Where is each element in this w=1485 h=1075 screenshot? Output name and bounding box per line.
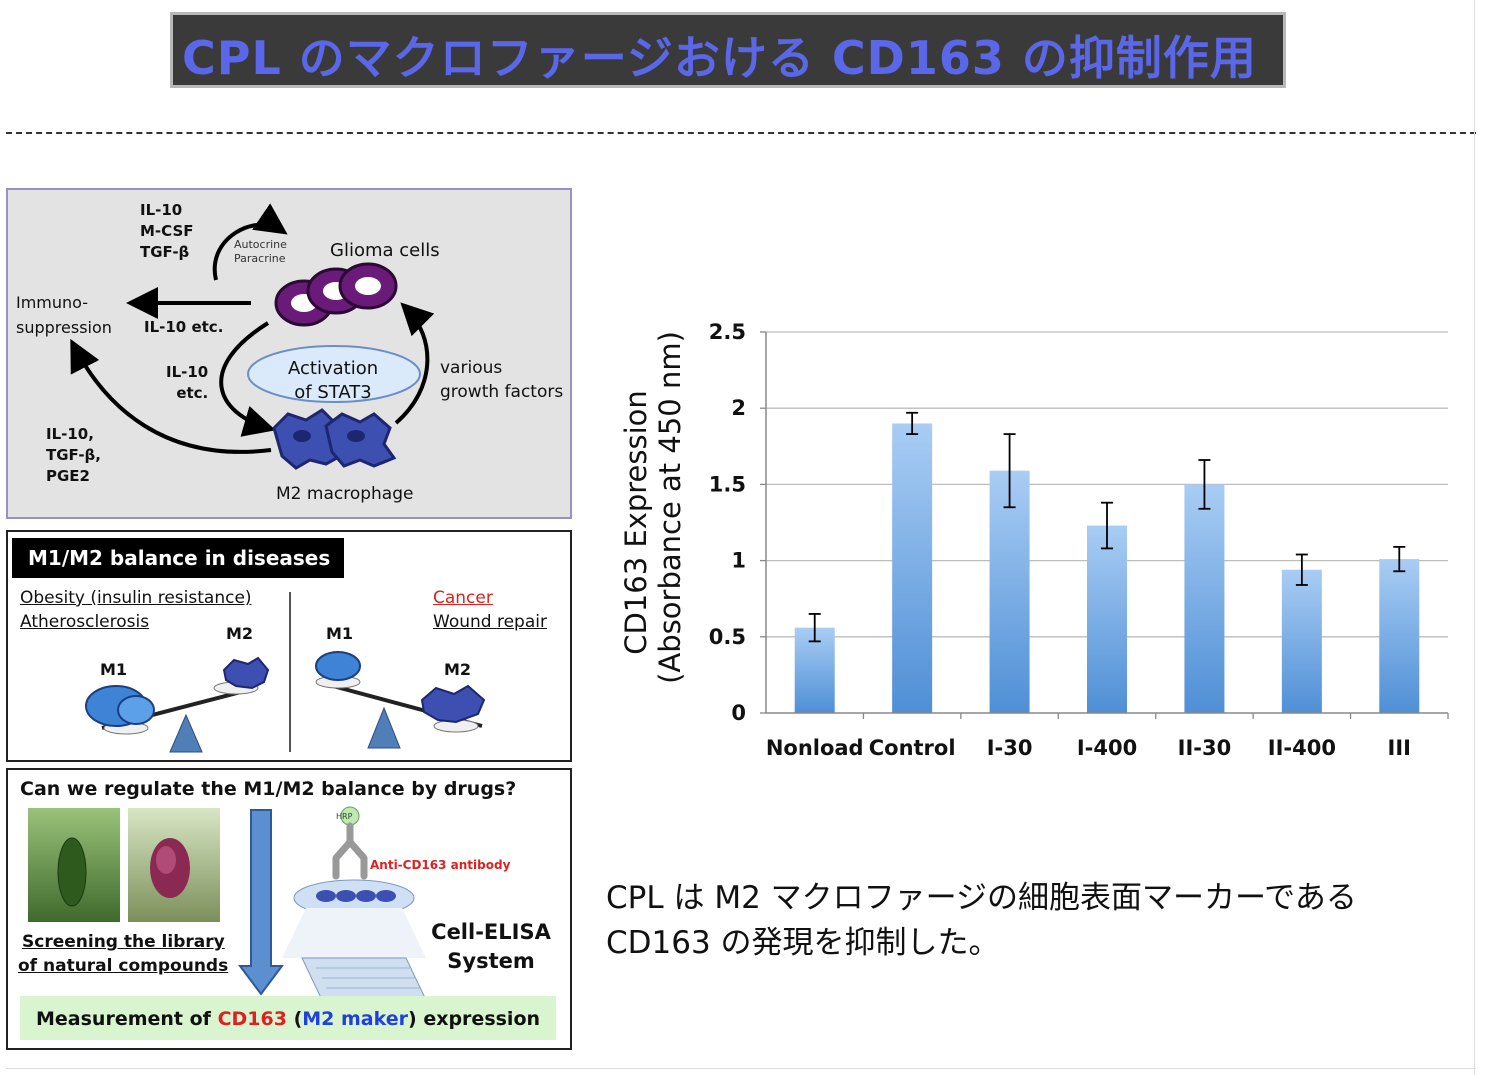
x-tick-label: Nonload [766, 736, 864, 760]
m2-macrophage-icon [272, 408, 397, 470]
bar-I-30 [989, 470, 1030, 713]
dashed-divider [6, 132, 1476, 134]
y-tick-label: 1.5 [709, 472, 746, 496]
caption-line-2: CD163 の発現を抑制した。 [606, 925, 1000, 961]
balance-header-bar [12, 538, 344, 578]
autocrine-paracrine-label: Autocrine Paracrine [234, 238, 287, 265]
glioma-cells-label: Glioma cells [330, 240, 440, 261]
stat3-label: Activation of STAT3 [288, 358, 379, 403]
y-tick-label: 0.5 [709, 625, 746, 649]
down-arrow [238, 809, 284, 996]
beam [282, 908, 426, 958]
x-tick-label: III [1388, 736, 1411, 760]
x-tick-label: II-30 [1178, 736, 1232, 760]
bar-I-400 [1087, 525, 1127, 713]
il10-etc-label: IL-10 etc. [144, 318, 224, 336]
cell-layer-cells [316, 890, 396, 902]
left-seesaw [85, 656, 270, 753]
m2-right-label: M2 [444, 660, 472, 679]
atherosclerosis-label: Atherosclerosis [20, 612, 150, 632]
autocrine-loop-arrow [212, 203, 288, 281]
bar-Control [892, 423, 933, 713]
m2-macrophage-label: M2 macrophage [276, 484, 414, 504]
growth-factors-label: various growth factors [440, 358, 564, 402]
m2-left-label: M2 [226, 624, 254, 643]
balance-graphics [85, 592, 486, 753]
m2-to-immunosuppression-arrow [70, 338, 272, 454]
anti-cd163-label: Anti-CD163 antibody [370, 858, 511, 872]
x-tick-label: Control [869, 736, 956, 760]
hrp-label: HRP [336, 812, 353, 821]
caption-line-1: CPL は M2 マクロファージの細胞表面マーカーである [606, 880, 1357, 916]
m1-right-label: M1 [326, 624, 354, 643]
y-tick-label: 0 [731, 701, 746, 725]
measurement-box [20, 996, 556, 1040]
screening-label-1: Screening the library [22, 932, 225, 952]
y-tick-label: 1 [731, 549, 746, 573]
y-tick-label: 2.5 [709, 320, 746, 344]
cell-elisa-label: Cell-ELISA System [431, 920, 551, 973]
stat3-ellipse [247, 345, 421, 403]
il10-left-label: IL-10 etc. [166, 363, 209, 402]
bar-II-30 [1184, 484, 1225, 713]
m1-left-label: M1 [100, 660, 128, 679]
chart-ylabel-line1: CD163 Expression [619, 390, 653, 655]
left-cytokines: IL-10, TGF-β, PGE2 [46, 425, 101, 485]
immunosuppression-label: Immuno- suppression [16, 293, 112, 337]
y-tick-label: 2 [731, 396, 746, 420]
glioma-to-m2-arrow [219, 321, 276, 437]
x-tick-label: I-30 [987, 736, 1033, 760]
measurement-text: Measurement of CD163 (M2 maker) expressi… [36, 1008, 541, 1030]
obesity-label: Obesity (insulin resistance) [20, 588, 252, 608]
chart-ylabel-line2: (Absorbance at 450 nm) [653, 331, 687, 684]
glioma-diagram-graphics [70, 203, 435, 470]
glioma-cells-icon [274, 262, 398, 327]
chart-bars [794, 411, 1420, 713]
drug-screening-graphics [28, 806, 427, 1001]
top-cytokines: IL-10 M-CSF TGF-β [140, 201, 194, 261]
drug-question: Can we regulate the M1/M2 balance by dru… [20, 778, 517, 800]
page-title: CPL のマクロファージおける CD163 の抑制作用 [182, 31, 1257, 85]
antibody-icon [332, 822, 368, 880]
x-tick-label: II-400 [1268, 736, 1336, 760]
balance-header: M1/M2 balance in diseases [28, 546, 331, 570]
chart-y-ticks: 0 0.5 1 1.5 2 2.5 [709, 320, 766, 725]
slide-frame-right [1474, 0, 1475, 1075]
x-tick-label: I-400 [1077, 736, 1137, 760]
elisa-plate [301, 957, 427, 1001]
right-seesaw [315, 651, 486, 749]
bar-II-400 [1281, 569, 1322, 713]
screening-label-2: of natural compounds [18, 956, 229, 976]
title-bar [170, 12, 1286, 88]
wound-repair-label: Wound repair [433, 612, 547, 632]
cancer-label: Cancer [433, 588, 493, 608]
bar-III [1379, 559, 1420, 713]
slide-frame-bottom [6, 1068, 1476, 1069]
m2-to-glioma-arrow [394, 302, 435, 425]
